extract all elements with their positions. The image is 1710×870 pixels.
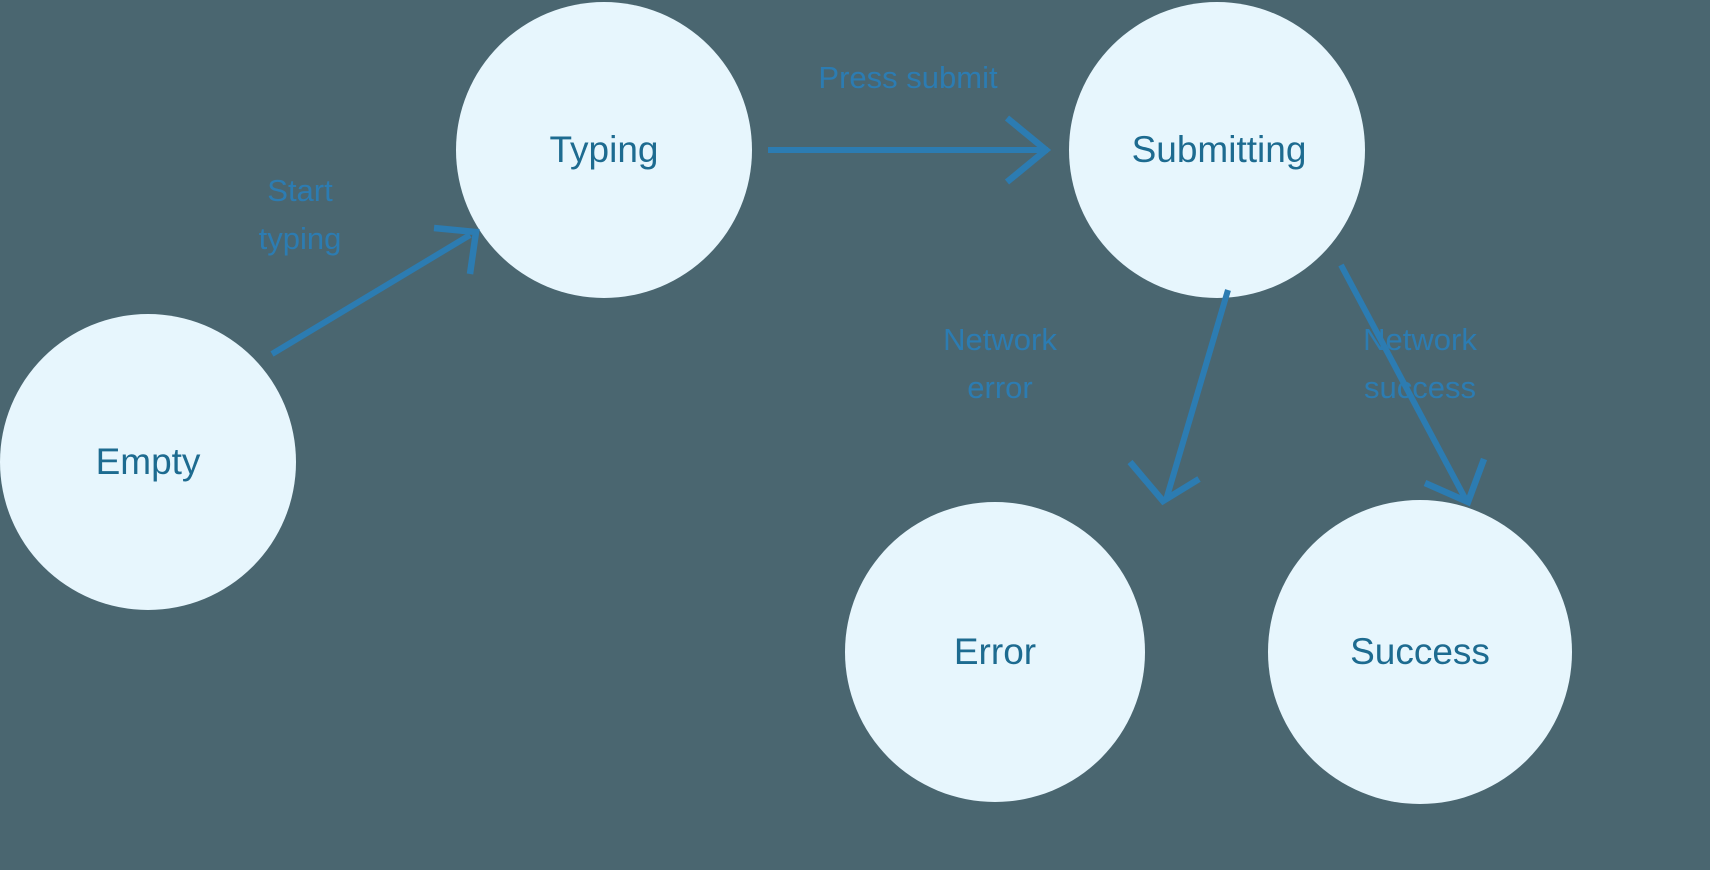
edge-submitting-to-error-label-line2: error: [967, 370, 1032, 405]
edge-submitting-to-error[interactable]: Network error: [943, 289, 1231, 506]
node-success[interactable]: Success: [1268, 500, 1572, 804]
node-typing-label: Typing: [549, 129, 658, 170]
edge-empty-to-typing-line: [270, 232, 472, 357]
edge-submitting-to-success-arrowhead: [1423, 457, 1488, 507]
edge-submitting-to-success-line: [1338, 263, 1469, 502]
node-typing[interactable]: Typing: [456, 2, 752, 298]
node-error-label: Error: [954, 631, 1036, 672]
node-submitting-label: Submitting: [1132, 129, 1307, 170]
edge-submitting-to-error-label-line1: Network: [943, 322, 1057, 357]
edge-typing-to-submitting-label: Press submit: [818, 60, 998, 95]
edge-submitting-to-error-arrowhead: [1127, 459, 1201, 506]
node-success-label: Success: [1350, 631, 1490, 672]
edge-submitting-to-success-label-line2: success: [1364, 370, 1476, 405]
edge-empty-to-typing[interactable]: Start typing: [259, 173, 480, 357]
node-typing-circle[interactable]: [456, 2, 752, 298]
edge-empty-to-typing-label-line1: Start: [267, 173, 333, 208]
edge-empty-to-typing-label-line2: typing: [259, 221, 342, 256]
edge-submitting-to-error-line: [1163, 289, 1231, 501]
edge-submitting-to-success-label-line1: Network: [1363, 322, 1477, 357]
node-error[interactable]: Error: [845, 502, 1145, 802]
edge-empty-to-typing-arrowhead: [433, 224, 480, 275]
node-submitting-circle[interactable]: [1069, 2, 1365, 298]
node-error-circle[interactable]: [845, 502, 1145, 802]
node-empty[interactable]: Empty: [0, 314, 296, 610]
node-empty-label: Empty: [96, 441, 201, 482]
node-submitting[interactable]: Submitting: [1069, 2, 1365, 298]
edge-typing-to-submitting[interactable]: Press submit: [768, 60, 1052, 185]
edge-submitting-to-success[interactable]: Network success: [1338, 263, 1488, 507]
edge-typing-to-submitting-arrowhead: [1004, 115, 1052, 185]
node-empty-circle[interactable]: [0, 314, 296, 610]
node-success-circle[interactable]: [1268, 500, 1572, 804]
